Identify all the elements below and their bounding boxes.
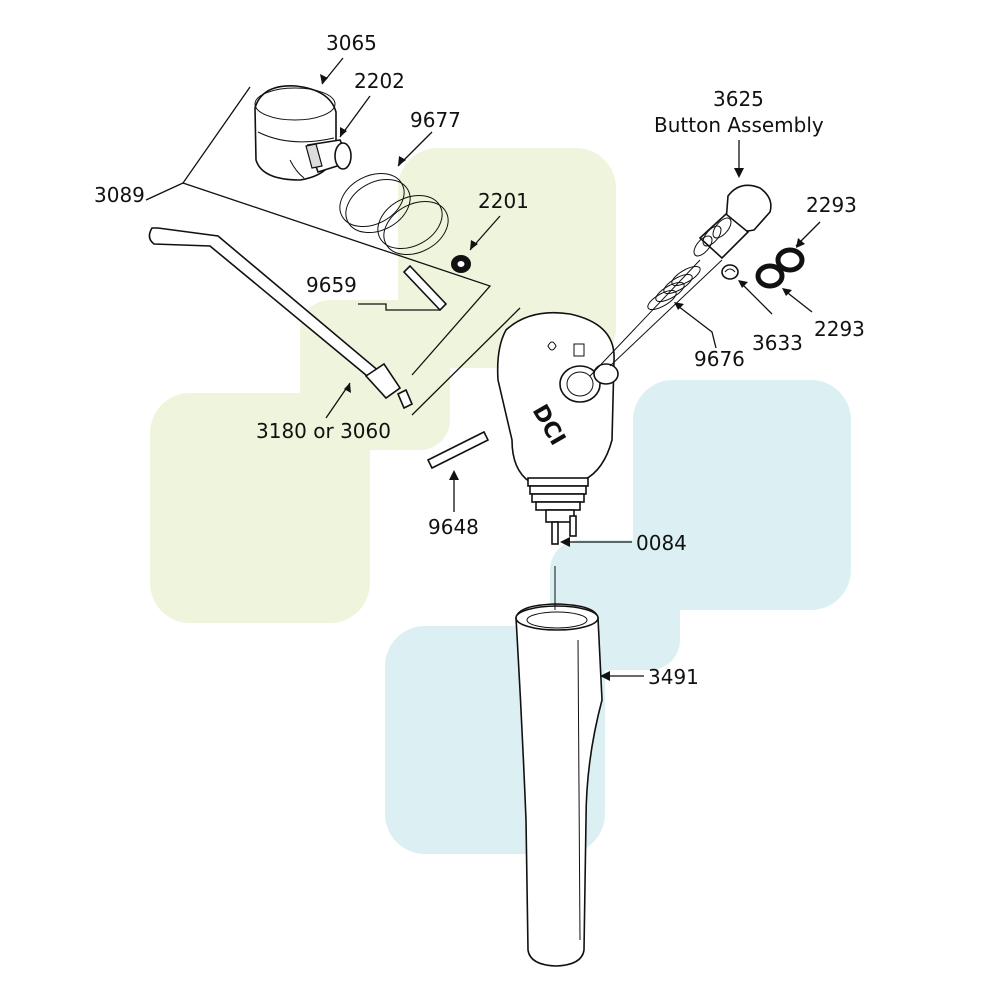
bracket-3089: [145, 86, 521, 416]
label-9677: 9677: [410, 108, 461, 132]
label-3491: 3491: [648, 665, 699, 689]
label-2201: 2201: [478, 189, 529, 213]
label-2293-top: 2293: [806, 193, 857, 217]
part-labels: 3065 2202 9677 3089 2201 9659 3180 or 30…: [94, 31, 865, 689]
label-2293-bottom: 2293: [814, 317, 865, 341]
part-3491-sleeve: [515, 566, 603, 967]
part-3633-clip: [721, 264, 739, 280]
label-9659: 9659: [306, 273, 357, 297]
part-9659-pin: [402, 264, 448, 312]
label-3625: 3625: [713, 87, 764, 111]
label-3089: 3089: [94, 183, 145, 207]
background-tiles: [150, 148, 851, 854]
bg-tile-blue-right: [633, 380, 851, 610]
label-3180-or-3060: 3180 or 3060: [256, 419, 391, 443]
leader-lines: [320, 57, 821, 681]
label-9676: 9676: [694, 347, 745, 371]
part-handpiece-body: DCI: [496, 311, 619, 483]
label-9648: 9648: [428, 515, 479, 539]
part-2293-o-rings: [755, 247, 805, 289]
label-0084: 0084: [636, 531, 687, 555]
part-3625-button-assembly: [589, 184, 772, 377]
part-9648-rod: [426, 430, 490, 470]
part-9677-springs: [339, 172, 449, 256]
label-3633: 3633: [752, 331, 803, 355]
label-3065: 3065: [326, 31, 377, 55]
part-3180-tube: [148, 227, 414, 410]
part-2201-washer: [451, 255, 471, 273]
part-2202-o-ring: [305, 139, 352, 173]
part-9676-spring: [647, 265, 701, 311]
label-button-assembly: Button Assembly: [654, 113, 824, 137]
bg-tile-green-left: [150, 393, 370, 623]
label-2202: 2202: [354, 69, 405, 93]
part-threaded-neck: [527, 477, 589, 545]
